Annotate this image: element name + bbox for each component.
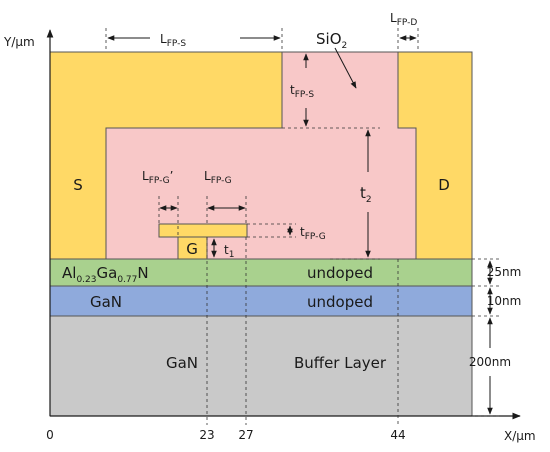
barrier-thickness-label: 25nm (487, 265, 522, 279)
sio2-label: SiO2 (316, 30, 347, 51)
gan-channel-layer (49, 285, 473, 317)
t1-label: t1 (224, 243, 234, 260)
source-label: S (73, 176, 83, 194)
t2-label: t2 (360, 184, 372, 205)
x-axis-label: X/μm (504, 429, 536, 443)
gate-label: G (186, 240, 198, 258)
y-axis-label: Y/μm (3, 35, 35, 49)
sio2-passivation (105, 51, 417, 260)
x-tick-0: 0 (46, 428, 54, 442)
x-tick-23: 23 (199, 428, 214, 442)
dimension-arrows (107, 35, 493, 415)
guide-lines (105, 28, 500, 425)
drain-label: D (438, 176, 450, 194)
tfp-s-label: tFP-S (290, 83, 314, 100)
lfp-d-label: LFP-D (390, 11, 417, 28)
channel-thickness-label: 10nm (487, 294, 522, 308)
lfp-s-label: LFP-S (160, 32, 186, 49)
tfp-g-label: tFP-G (300, 225, 326, 242)
buffer-thickness-label: 200nm (469, 355, 511, 369)
lfp-g-prime-label: LFP-G’ (142, 169, 173, 186)
x-tick-44: 44 (390, 428, 405, 442)
x-tick-27: 27 (238, 428, 253, 442)
channel-doping-label: undoped (307, 293, 373, 311)
gate-field-plate (158, 223, 248, 238)
buffer-name-label: Buffer Layer (294, 354, 387, 372)
barrier-composition-label: Al0.23Ga0.77N (62, 264, 149, 285)
lfp-g-label: LFP-G (204, 169, 232, 186)
barrier-doping-label: undoped (307, 264, 373, 282)
channel-material-label: GaN (90, 293, 122, 311)
buffer-material-label: GaN (166, 354, 198, 372)
algan-barrier-layer (49, 258, 473, 287)
buffer-layer (49, 315, 473, 417)
